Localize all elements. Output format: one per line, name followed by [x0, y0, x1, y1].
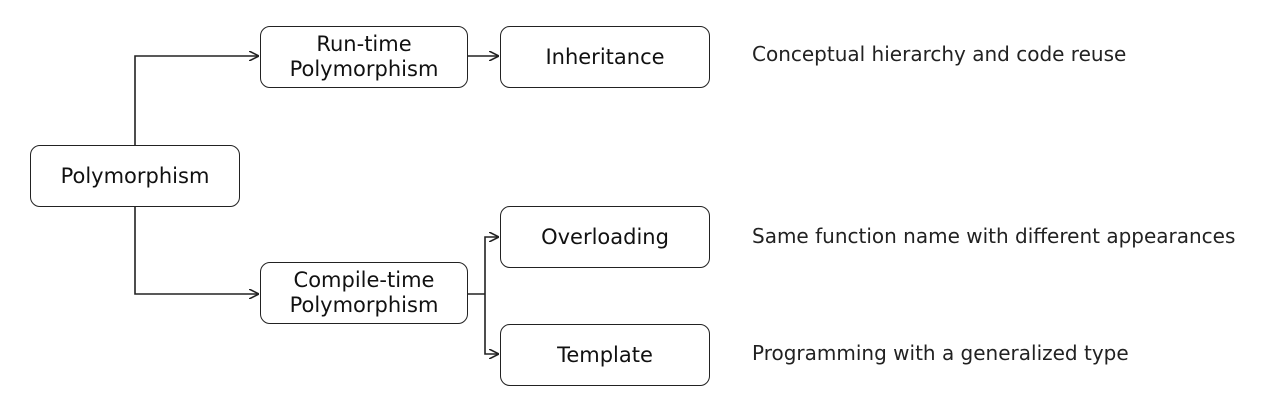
connector-branch-to-template — [484, 294, 498, 354]
note-overloading: Same function name with different appear… — [752, 224, 1236, 248]
note-inheritance: Conceptual hierarchy and code reuse — [752, 42, 1127, 66]
node-overloading-label: Overloading — [541, 224, 669, 249]
connector-root-to-compiletime — [134, 207, 258, 294]
node-overloading: Overloading — [500, 206, 710, 268]
node-polymorphism: Polymorphism — [30, 145, 240, 207]
node-polymorphism-label: Polymorphism — [60, 163, 210, 188]
node-compiletime-polymorphism: Compile-time Polymorphism — [260, 262, 468, 324]
note-template: Programming with a generalized type — [752, 341, 1129, 365]
node-inheritance-label: Inheritance — [545, 44, 665, 69]
node-runtime-polymorphism: Run-time Polymorphism — [260, 26, 468, 88]
node-compiletime-polymorphism-label: Compile-time Polymorphism — [289, 268, 439, 317]
connector-root-to-runtime — [134, 56, 258, 145]
node-runtime-polymorphism-label: Run-time Polymorphism — [289, 32, 439, 81]
node-template: Template — [500, 324, 710, 386]
connector-branch-to-overloading — [484, 237, 498, 294]
node-template-label: Template — [557, 342, 653, 367]
node-inheritance: Inheritance — [500, 26, 710, 88]
